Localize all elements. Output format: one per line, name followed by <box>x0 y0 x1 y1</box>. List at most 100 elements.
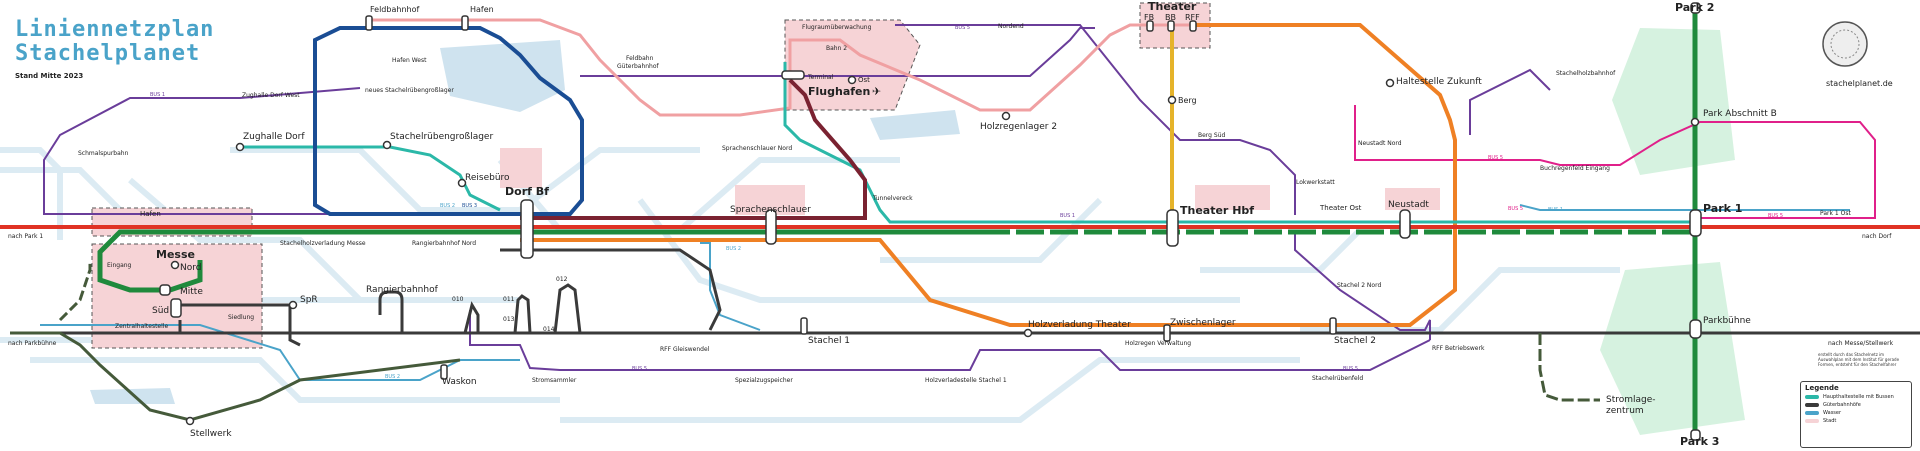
line-bus3[interactable] <box>1354 105 1876 219</box>
label-stachelruebenfeld: Stachelrübenfeld <box>1312 375 1363 382</box>
label-messe-mitte: Mitte <box>180 287 203 297</box>
station-holzverladung-theater-marker[interactable] <box>1023 328 1033 338</box>
station-theater-hbf-marker[interactable] <box>1166 209 1179 247</box>
stachelplanet-logo <box>1822 21 1868 67</box>
line-s6[interactable] <box>240 62 1700 224</box>
station-lager-marker[interactable] <box>382 140 392 150</box>
station-park3-marker[interactable] <box>1690 429 1701 441</box>
station-zwischenlager-marker[interactable] <box>1163 324 1171 342</box>
label-bus1-sprachen: BUS 1 <box>1060 213 1075 219</box>
line-s5[interactable] <box>520 23 1457 327</box>
label-hafen-low: Hafen <box>140 210 161 218</box>
legend-swatch-icon <box>1805 395 1819 399</box>
district-areas <box>91 2 1440 349</box>
label-spezialzugspeicher: Spezialzugspeicher <box>735 377 793 384</box>
station-messe-mitte-marker[interactable] <box>159 284 171 296</box>
station-hafen-marker[interactable] <box>461 15 469 31</box>
label-bus3-dorf: BUS 3 <box>462 203 477 209</box>
line-s4[interactable] <box>370 18 1195 117</box>
label-bus5-rff: BUS 5 <box>1343 366 1358 372</box>
station-park1-marker[interactable] <box>1689 209 1702 237</box>
station-holzregenlager2-marker[interactable] <box>1001 111 1011 121</box>
station-sprachenschlauer-marker[interactable] <box>765 209 777 245</box>
label-bus5-park: BUS 5 <box>1768 213 1783 219</box>
label-neustadt: Neustadt <box>1388 200 1429 210</box>
title-line-1: Liniennetzplan <box>15 17 215 42</box>
station-zughalle-dorf-marker[interactable] <box>235 142 245 152</box>
station-park-abschnitt-b-marker[interactable] <box>1690 117 1700 127</box>
legend-label: Haupthaltestelle mit Bussen <box>1823 394 1894 400</box>
label-nach-messe: nach Messe/Stellwerk <box>1828 340 1894 347</box>
station-feldbahnhof-marker[interactable] <box>365 15 373 31</box>
label-bus5-neustadt: BUS 5 <box>1488 155 1503 161</box>
legend-item: Güterbahnhöfe <box>1805 402 1907 408</box>
station-stachel2-marker[interactable] <box>1329 317 1337 335</box>
label-nach-dorf: nach Dorf <box>1862 233 1892 240</box>
label-zwischenlager: Zwischenlager <box>1170 318 1236 328</box>
legend-label: Güterbahnhöfe <box>1823 402 1861 408</box>
park-south <box>1600 262 1745 435</box>
label-rangierbahnhof: Rangierbahnhof <box>366 285 439 295</box>
label-flugraum: Flugraumüberwachung <box>802 24 872 31</box>
station-ost-marker[interactable] <box>847 75 857 85</box>
label-parkbuehne: Parkbühne <box>1703 316 1751 326</box>
station-parkbuehne-marker[interactable] <box>1689 319 1702 339</box>
station-terminal-marker[interactable] <box>781 70 805 80</box>
station-stellwerk-marker[interactable] <box>185 416 195 426</box>
label-zughalle-dorf-west: Zughalle Dorf West <box>242 92 300 99</box>
airplane-icon: ✈ <box>872 85 881 98</box>
label-stellwerk: Stellwerk <box>190 429 232 439</box>
legend-title: Legende <box>1805 384 1839 392</box>
station-stachel1-marker[interactable] <box>800 317 808 335</box>
label-rff-gleiswendel: RFF Gleiswendel <box>660 346 710 353</box>
title-line-2: Stachelplanet <box>15 41 201 66</box>
station-haltestelle-zukunft-marker[interactable] <box>1385 78 1395 88</box>
label-stromsammler: Stromsammler <box>532 377 577 384</box>
legend-item: Haupthaltestelle mit Bussen <box>1805 394 1907 400</box>
label-messe-eingang: Eingang <box>107 262 132 269</box>
line-bus2[interactable] <box>40 204 1850 381</box>
legend-note: erstellt durch das Stachelnetz im Auswah… <box>1818 352 1900 367</box>
label-feldbahnhof: Feldbahnhof <box>370 5 419 14</box>
line-s3[interactable] <box>520 78 867 220</box>
station-theater-fb-marker[interactable] <box>1146 20 1154 32</box>
station-messe-nord-marker[interactable] <box>170 260 180 270</box>
station-neustadt-marker[interactable] <box>1399 209 1411 239</box>
label-bus2-sprachen: BUS 2 <box>726 246 741 252</box>
label-stromlagezentrum-2: zentrum <box>1606 406 1644 416</box>
station-berg-marker[interactable] <box>1167 95 1177 105</box>
label-nach-parkbuehne: nach Parkbühne <box>8 340 57 347</box>
legend-item: Wasser <box>1805 410 1907 416</box>
line-industrial[interactable] <box>10 260 1600 422</box>
label-holzverladestelle-stachel1: Holzverladestelle Stachel 1 <box>925 377 1007 384</box>
label-berg-sued: Berg Süd <box>1198 132 1225 139</box>
website-link[interactable]: stachelplanet.de <box>1826 79 1893 88</box>
label-nach-park1: nach Park 1 <box>8 233 43 240</box>
label-waskon: Waskon <box>442 377 477 387</box>
station-theater-rff-marker[interactable] <box>1189 20 1197 32</box>
label-stromlagezentrum-1: Stromlage- <box>1606 395 1656 405</box>
station-messe-sued-marker[interactable] <box>170 298 182 318</box>
station-theater-bb-marker[interactable] <box>1167 20 1175 32</box>
station-park2-marker[interactable] <box>1690 2 1701 14</box>
label-neustadt-nord: Neustadt Nord <box>1358 140 1402 147</box>
station-labels: Park 2 Park 1 Park 3 Park Abschnitt B Pa… <box>8 0 1894 448</box>
label-berg: Berg <box>1178 96 1197 105</box>
label-stachelholzverladung-messe: Stachelholzverladung Messe <box>280 240 366 247</box>
label-bus5-south: BUS 5 <box>632 366 647 372</box>
map-subtitle: Stand Mitte 2023 <box>15 72 84 80</box>
station-waskon-marker[interactable] <box>440 364 448 380</box>
station-spr-marker[interactable] <box>288 300 298 310</box>
label-bus1-west: BUS 1 <box>150 92 165 98</box>
water-lake-north <box>440 40 565 112</box>
label-park-abschnitt-b: Park Abschnitt B <box>1703 109 1777 119</box>
legend-label: Wasser <box>1823 410 1842 416</box>
station-dorf-bf-marker[interactable] <box>520 199 534 259</box>
label-flughafen: Flughafen <box>808 85 870 98</box>
line-s8[interactable] <box>313 26 584 216</box>
label-messe-nord: Nord <box>180 263 202 273</box>
label-theater-rff: RFF <box>1185 13 1200 22</box>
label-haltestelle-zukunft: Haltestelle Zukunft <box>1396 77 1482 87</box>
station-reisebuero-marker[interactable] <box>457 178 467 188</box>
